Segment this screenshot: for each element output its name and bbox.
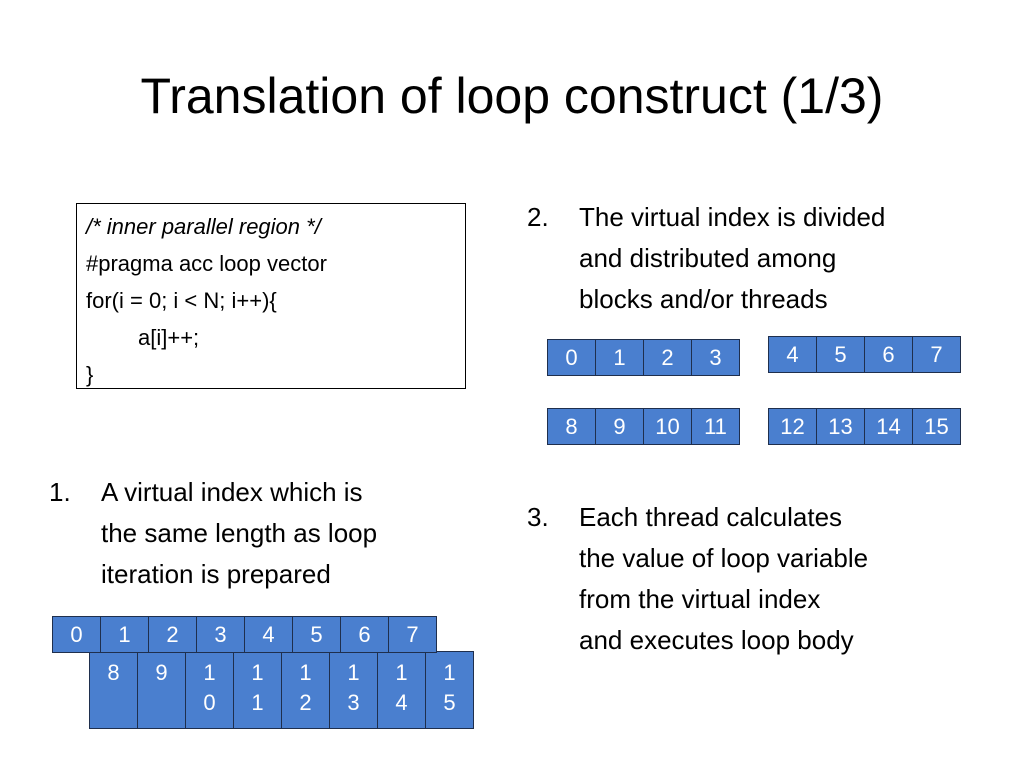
virtual-index-cell: 0 — [52, 616, 101, 653]
virtual-index-row-1: 0 1 2 3 4 5 6 7 — [52, 616, 437, 653]
block-cell: 5 — [816, 336, 865, 373]
block-cell: 4 — [768, 336, 817, 373]
virtual-index-cell: 5 — [292, 616, 341, 653]
block-d: 12 13 14 15 — [768, 408, 961, 445]
step-2-text: The virtual index is divided and distrib… — [579, 197, 885, 320]
virtual-index-cell: 8 — [89, 651, 138, 729]
virtual-index-cell: 4 — [244, 616, 293, 653]
step-1-line: A virtual index which is — [101, 477, 363, 507]
block-cell: 11 — [691, 408, 740, 445]
block-cell: 14 — [864, 408, 913, 445]
block-a: 0 1 2 3 — [547, 339, 740, 376]
block-cell: 0 — [547, 339, 596, 376]
block-cell: 10 — [643, 408, 692, 445]
step-3-line: and executes loop body — [579, 625, 854, 655]
block-c: 8 9 10 11 — [547, 408, 740, 445]
code-for-header: for(i = 0; i < N; i++){ — [86, 288, 277, 313]
step-2-line: The virtual index is divided — [579, 202, 886, 232]
virtual-index-cell: 6 — [340, 616, 389, 653]
virtual-index-cell: 3 — [196, 616, 245, 653]
step-2-line: blocks and/or threads — [579, 284, 828, 314]
block-cell: 6 — [864, 336, 913, 373]
step-3-line: from the virtual index — [579, 584, 821, 614]
step-2-line: and distributed among — [579, 243, 837, 273]
code-closing-brace: } — [86, 362, 94, 387]
block-cell: 1 — [595, 339, 644, 376]
code-box: /* inner parallel region */ #pragma acc … — [76, 203, 466, 389]
slide-title: Translation of loop construct (1/3) — [140, 68, 884, 124]
block-cell: 8 — [547, 408, 596, 445]
code-loop-body: a[i]++; — [138, 325, 200, 350]
block-cell: 9 — [595, 408, 644, 445]
step-1-line: the same length as loop — [101, 518, 378, 548]
block-cell: 13 — [816, 408, 865, 445]
step-3-text: Each thread calculates the value of loop… — [579, 497, 868, 661]
step-1-text: A virtual index which is the same length… — [101, 472, 377, 595]
block-b: 4 5 6 7 — [768, 336, 961, 373]
step-1-number: 1. — [49, 477, 71, 507]
step-2-number: 2. — [527, 202, 549, 232]
virtual-index-cell: 2 — [148, 616, 197, 653]
block-cell: 2 — [643, 339, 692, 376]
code-comment: /* inner parallel region */ — [86, 214, 321, 239]
virtual-index-cell: 1 — [100, 616, 149, 653]
block-cell: 12 — [768, 408, 817, 445]
block-cell: 15 — [912, 408, 961, 445]
virtual-index-cell: 7 — [388, 616, 437, 653]
block-cell: 3 — [691, 339, 740, 376]
virtual-index-cell: 9 — [137, 651, 186, 729]
code-pragma: #pragma acc loop vector — [86, 251, 327, 276]
step-3-line: the value of loop variable — [579, 543, 869, 573]
block-cell: 7 — [912, 336, 961, 373]
step-3-line: Each thread calculates — [579, 502, 843, 532]
step-3-number: 3. — [527, 502, 549, 532]
step-1-line: iteration is prepared — [101, 559, 331, 589]
